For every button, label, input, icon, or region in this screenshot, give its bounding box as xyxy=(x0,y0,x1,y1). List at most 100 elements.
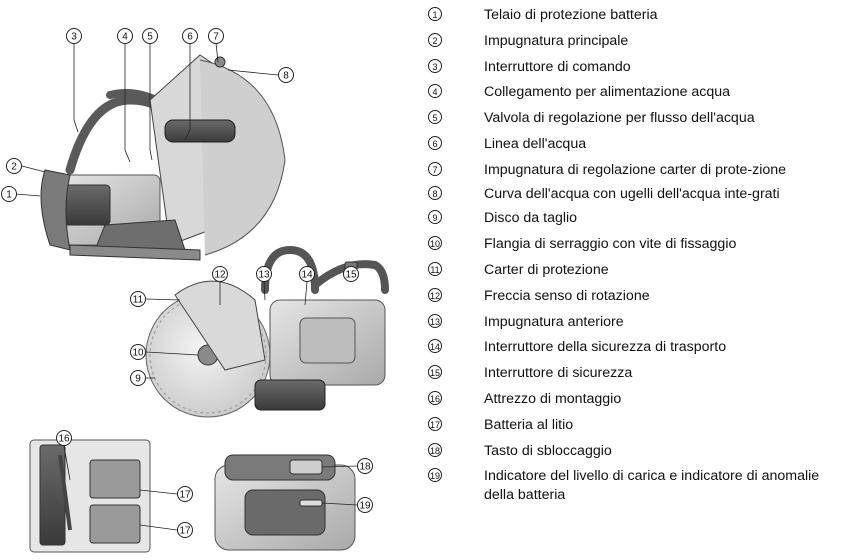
svg-text:19: 19 xyxy=(359,501,371,512)
svg-text:4: 4 xyxy=(122,32,128,43)
saw-bottom-view xyxy=(29,439,151,553)
callout-10: 10 xyxy=(130,344,146,360)
svg-text:2: 2 xyxy=(11,162,17,173)
svg-text:18: 18 xyxy=(359,462,371,473)
legend-number: 4 xyxy=(428,84,442,99)
svg-text:9: 9 xyxy=(135,374,141,385)
callout-6: 6 xyxy=(182,28,198,44)
svg-text:10: 10 xyxy=(132,348,144,359)
legend-text: Carter di protezione xyxy=(484,261,609,278)
product-illustrations: 3 4 5 6 7 8 2 1 12 13 14 15 11 10 9 16 1… xyxy=(1,28,389,553)
callout-5: 5 xyxy=(142,28,158,44)
svg-text:5: 5 xyxy=(147,32,153,43)
legend-item: 4 Collegamento per alimentazione acqua xyxy=(428,83,853,101)
legend-number: 8 xyxy=(428,186,442,201)
legend-number: 17 xyxy=(428,416,442,431)
callout-17-upper: 17 xyxy=(177,486,193,502)
legend-number: 14 xyxy=(428,339,442,354)
legend-text: Flangia di serraggio con vite di fissagg… xyxy=(484,236,737,253)
legend-number: 1 xyxy=(428,7,442,21)
callout-16: 16 xyxy=(56,430,72,446)
legend-number: 13 xyxy=(428,313,442,328)
svg-text:3: 3 xyxy=(71,32,77,43)
callout-7: 7 xyxy=(208,28,224,44)
callout-12: 12 xyxy=(212,266,228,282)
legend-text: Interruttore di sicurezza xyxy=(484,365,633,382)
legend-text: Impugnatura principale xyxy=(484,32,629,49)
legend-text: Interruttore della sicurezza di trasport… xyxy=(484,339,727,356)
legend-number: 12 xyxy=(428,287,442,302)
callout-14: 14 xyxy=(299,266,315,282)
svg-text:16: 16 xyxy=(58,434,70,445)
legend-number: 15 xyxy=(428,365,442,380)
legend-text: Disco da taglio xyxy=(484,210,578,227)
callout-13: 13 xyxy=(256,266,272,282)
legend-text: Freccia senso di rotazione xyxy=(484,287,650,304)
legend-text: Indicatore del livello di carica e indic… xyxy=(484,468,820,503)
callout-4: 4 xyxy=(117,28,133,44)
callout-8: 8 xyxy=(278,67,294,83)
legend-text: Interruttore di comando xyxy=(484,58,631,75)
svg-text:7: 7 xyxy=(213,32,219,43)
legend-item: 1 Telaio di protezione batteria xyxy=(428,6,853,24)
legend-number: 19 xyxy=(428,468,442,483)
svg-text:17: 17 xyxy=(179,490,191,501)
legend-item: 13 Impugnatura anteriore xyxy=(428,313,853,331)
callout-1: 1 xyxy=(1,186,17,202)
legend-item: 5 Valvola di regolazione per flusso dell'… xyxy=(428,109,853,127)
legend-text: Linea dell'acqua xyxy=(484,135,587,152)
legend-text: Telaio di protezione batteria xyxy=(484,7,658,23)
svg-text:13: 13 xyxy=(258,270,270,281)
callout-18: 18 xyxy=(357,458,373,474)
svg-text:1: 1 xyxy=(6,190,12,201)
svg-text:11: 11 xyxy=(133,295,144,306)
legend-text: Collegamento per alimentazione acqua xyxy=(484,84,731,101)
callout-2: 2 xyxy=(6,158,22,174)
legend-number: 3 xyxy=(428,58,442,73)
legend-number: 10 xyxy=(428,236,442,251)
legend-item: 10 Flangia di serraggio con vite di fissa… xyxy=(428,235,853,253)
callout-11: 11 xyxy=(130,291,146,307)
legend-item: 8 Curva dell'acqua con ugelli dell'acqua … xyxy=(428,185,853,203)
legend-item: 15 Interruttore di sicurezza xyxy=(428,364,853,382)
svg-text:14: 14 xyxy=(301,270,313,281)
legend-item: 7 Impugnatura di regolazione carter di pr… xyxy=(428,161,853,179)
legend-number: 9 xyxy=(428,210,442,225)
svg-text:12: 12 xyxy=(214,270,226,281)
legend-item: 6 Linea dell'acqua xyxy=(428,135,853,153)
leader-lines xyxy=(15,42,358,531)
legend-text: Valvola di regolazione per flusso dell'a… xyxy=(484,110,755,127)
legend-number: 2 xyxy=(428,32,442,47)
legend-number: 6 xyxy=(428,135,442,150)
legend-item: 12 Freccia senso di rotazione xyxy=(428,287,853,305)
legend-item: 2 Impugnatura principale xyxy=(428,32,853,50)
callout-19: 19 xyxy=(357,497,373,513)
legend-text: Tasto di sbloccaggio xyxy=(484,442,612,459)
legend-item: 14 Interruttore della sicurezza di traspo… xyxy=(428,338,853,356)
saw-side-view xyxy=(40,54,286,261)
legend-text: Curva dell'acqua con ugelli dell'acqua i… xyxy=(484,186,780,203)
svg-text:15: 15 xyxy=(345,270,357,281)
legend-text: Attrezzo di montaggio xyxy=(484,390,622,407)
battery-view xyxy=(214,454,356,551)
legend-item: 9 Disco da taglio xyxy=(428,209,853,227)
svg-text:17: 17 xyxy=(179,526,191,537)
legend-number: 7 xyxy=(428,161,442,176)
callout-15: 15 xyxy=(343,266,359,282)
svg-text:8: 8 xyxy=(283,71,289,82)
legend-item: 19 Indicatore del livello di carica e ind… xyxy=(428,467,853,504)
callout-3: 3 xyxy=(66,28,82,44)
legend-item: 11 Carter di protezione xyxy=(428,261,853,279)
callout-9: 9 xyxy=(130,370,146,386)
legend-item: 16 Attrezzo di montaggio xyxy=(428,390,853,408)
legend-text: Impugnatura di regolazione carter di pro… xyxy=(484,161,787,178)
legend-number: 5 xyxy=(428,110,442,125)
legend-number: 11 xyxy=(428,261,442,276)
svg-text:6: 6 xyxy=(187,32,193,43)
legend-number: 16 xyxy=(428,390,442,405)
legend-text: Impugnatura anteriore xyxy=(484,313,624,330)
legend-item: 3 Interruttore di comando xyxy=(428,58,853,76)
